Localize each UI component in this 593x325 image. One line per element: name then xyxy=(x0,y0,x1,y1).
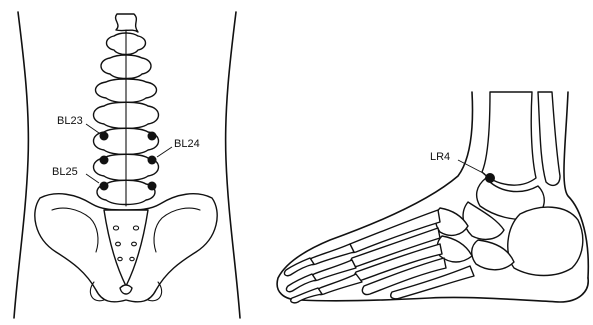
phalanges xyxy=(284,244,362,303)
bl25-label: BL25 xyxy=(52,166,78,178)
fibula xyxy=(538,92,560,185)
bl23-leader xyxy=(86,124,99,133)
lumbar-spine xyxy=(94,14,159,206)
bl25-left-marker xyxy=(100,182,109,191)
foot-illustration: LR4 xyxy=(277,92,588,303)
bl24-left-marker xyxy=(100,156,109,165)
lr4-marker xyxy=(485,173,495,183)
bl24-leader xyxy=(157,147,172,157)
bl24-right-marker xyxy=(148,156,157,165)
torso-right-contour xyxy=(226,12,240,318)
pelvis xyxy=(35,194,217,302)
torso-left-contour xyxy=(14,12,28,318)
tibia xyxy=(482,92,536,185)
bl25-right-marker xyxy=(148,182,157,191)
lr4-label: LR4 xyxy=(430,151,450,163)
bl25-leader xyxy=(86,174,99,183)
lr4-leader xyxy=(458,160,485,174)
bl23-left-marker xyxy=(100,132,109,141)
bl23-right-marker xyxy=(148,132,157,141)
calcaneus xyxy=(508,207,583,275)
lower-back-illustration: BL23 BL24 BL25 xyxy=(14,12,240,318)
bl23-label: BL23 xyxy=(57,115,83,127)
bl24-label: BL24 xyxy=(174,138,200,150)
